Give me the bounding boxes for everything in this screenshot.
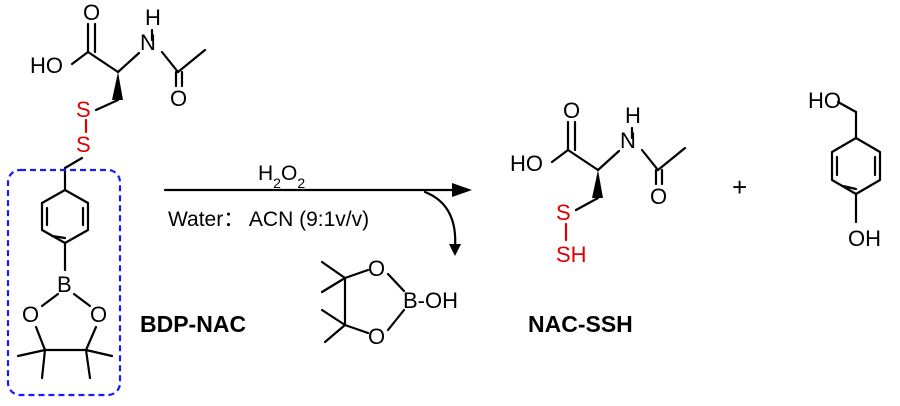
- amide-oxygen: O: [170, 86, 187, 111]
- b-o-left: [40, 292, 60, 308]
- pin-c-o-bottom: [343, 323, 370, 335]
- pin-me-1: [320, 260, 347, 280]
- phenol-hydroxyl: OH: [848, 226, 881, 251]
- reagent-label: H2O2: [258, 162, 305, 191]
- pin-o-b-bottom: [386, 308, 406, 332]
- ho-ch2-bond: [836, 100, 858, 114]
- o-c-right: [84, 325, 98, 352]
- p-n-c-bond: [640, 148, 660, 172]
- ester-oxygen-right: O: [90, 302, 107, 327]
- pinacol-boronic-acid: O O B-OH: [320, 256, 458, 349]
- reactant-bdp-nac: O HO N H O S S: [6, 0, 207, 397]
- ring-double-3: [50, 234, 67, 240]
- plus-sign: +: [732, 172, 747, 202]
- pin-me-4: [323, 323, 347, 344]
- phenol-double-3: [841, 184, 858, 191]
- byproduct-boh: B-OH: [403, 288, 458, 313]
- p-amide-nitrogen: N: [620, 128, 636, 153]
- benzene-ring: [40, 188, 90, 245]
- boron-atom: B: [57, 272, 72, 297]
- phenol-ring: [830, 136, 882, 196]
- o-c-left: [34, 325, 47, 352]
- carboxyl-oxygen: O: [83, 0, 100, 25]
- p-amide-oxygen: O: [650, 184, 667, 209]
- p-stereo-wedge: [592, 170, 603, 198]
- byproduct-o-top: O: [368, 256, 385, 281]
- c-oh-bond: [70, 50, 90, 66]
- byproduct-o-bottom: O: [368, 324, 385, 349]
- product-nac-ssh: O HO N H O S SH: [510, 98, 687, 267]
- s-ch2-bond: [63, 156, 84, 170]
- b-o-right: [72, 292, 92, 308]
- stereo-wedge: [112, 72, 123, 100]
- pin-c-o-top: [343, 268, 370, 280]
- p-ch2-s-bond: [574, 196, 600, 212]
- reaction-arrowhead: [452, 183, 472, 197]
- c-alpha-bond: [86, 50, 120, 74]
- ester-oxygen-left: O: [22, 302, 39, 327]
- p-carboxyl-oxygen: O: [563, 98, 580, 123]
- methyl-3: [84, 348, 114, 358]
- benzyl-hydroxyl: HO: [808, 88, 841, 113]
- sulfur-2: S: [76, 132, 91, 157]
- p-sulfur: S: [556, 200, 571, 225]
- byproduct-curved-arrow: [423, 190, 457, 250]
- pin-me-3: [320, 308, 347, 327]
- carboxyl-hydroxyl: HO: [30, 53, 63, 78]
- reaction-conditions: H2O2 Water： ACN (9:1v/v): [163, 162, 472, 256]
- p-c-alpha-bond: [566, 148, 600, 172]
- product-label: NAC-SSH: [528, 311, 633, 337]
- pin-me-2: [320, 276, 347, 294]
- n-c-bond: [160, 50, 180, 74]
- pin-o-b-top: [386, 272, 406, 293]
- solvent-label: Water： ACN (9:1v/v): [168, 208, 369, 231]
- p-c-oh-bond: [550, 148, 570, 164]
- methyl-1: [16, 348, 47, 358]
- methyl-4: [84, 348, 92, 380]
- p-sh: SH: [556, 242, 587, 267]
- methyl-2: [40, 348, 47, 380]
- methyl-bond: [176, 48, 207, 74]
- p-methyl-bond: [656, 146, 687, 172]
- product-hydroxybenzyl-alcohol: HO OH: [808, 88, 882, 251]
- p-alpha-n-bond: [596, 149, 621, 172]
- amide-nitrogen: N: [140, 30, 156, 55]
- byproduct-arrowhead: [449, 244, 461, 256]
- ch2-s-bond: [94, 98, 120, 112]
- alpha-n-bond: [116, 51, 141, 74]
- reactant-label: BDP-NAC: [140, 311, 246, 337]
- boronate-highlight-box: [6, 168, 122, 397]
- p-carboxyl-hydroxyl: HO: [510, 151, 543, 176]
- sulfur-1: S: [76, 97, 91, 122]
- amide-hydrogen: H: [145, 5, 161, 30]
- p-amide-hydrogen: H: [625, 103, 641, 128]
